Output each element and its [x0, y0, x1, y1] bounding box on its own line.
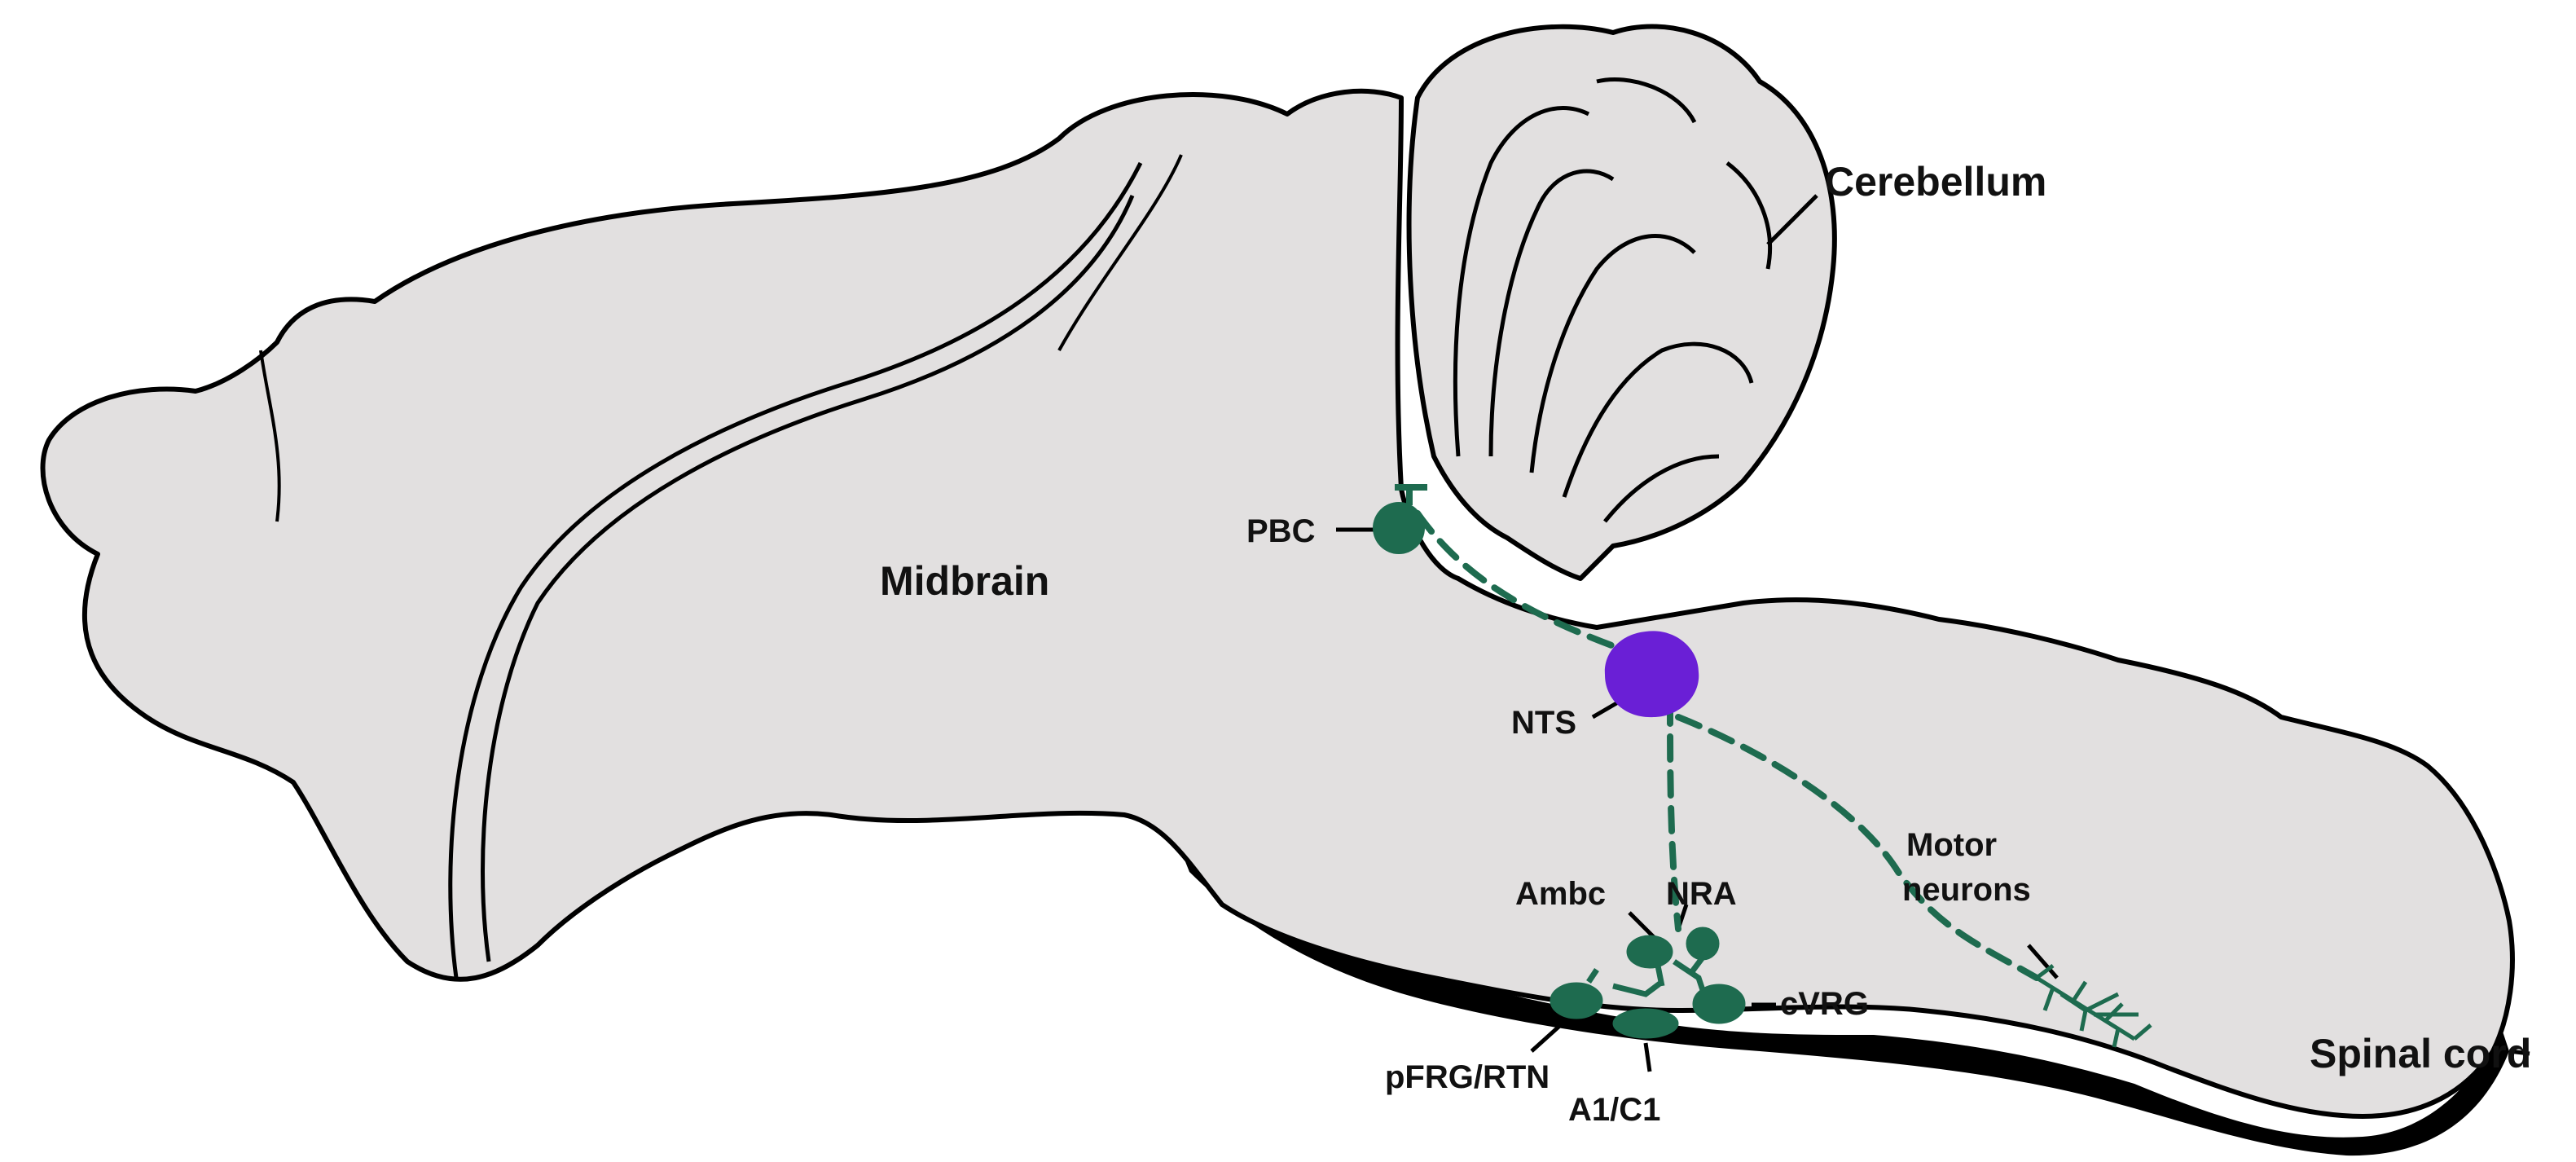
label-nts: NTS — [1511, 705, 1576, 741]
pathways — [1414, 510, 2040, 981]
label-pfrg-rtn: pFRG/RTN — [1385, 1059, 1550, 1095]
neuron-processes — [1586, 955, 1706, 997]
medullary-neurons — [1550, 927, 1746, 1039]
nts-neuron — [1604, 631, 1699, 718]
cerebellum-shape — [1406, 24, 1837, 581]
motor-neuron-branches — [2035, 964, 2152, 1048]
label-midbrain: Midbrain — [880, 558, 1049, 604]
pfrg-neuron — [1550, 982, 1603, 1019]
leader-lines — [1336, 194, 2530, 1072]
label-cvrg: cVRG — [1780, 986, 1869, 1022]
pathway-pbc-nts — [1414, 510, 1633, 655]
label-cerebellum: Cerebellum — [1825, 159, 2046, 205]
sulcus-line-4 — [259, 350, 281, 522]
label-nra: NRA — [1666, 876, 1737, 912]
a1c1-neuron — [1612, 1008, 1679, 1039]
sulcus-line-2 — [481, 195, 1135, 962]
nra-neuron — [1686, 927, 1720, 961]
leader-motor — [2027, 944, 2059, 979]
leader-cerebellum — [1766, 194, 1818, 246]
label-motor: Motor — [1906, 827, 1997, 863]
brain-shadow — [1173, 831, 2509, 1156]
sulcus-line-3 — [1057, 154, 1183, 351]
cerebrum-brainstem — [40, 88, 2515, 1119]
pbc-cell-body — [1373, 502, 1425, 554]
sulcus-lines — [448, 161, 1143, 979]
label-spinal-cord: Spinal cord — [2310, 1031, 2531, 1076]
leader-a1c1 — [1643, 1042, 1652, 1072]
ambc-neuron — [1626, 935, 1673, 969]
cerebellum-folia — [1453, 77, 1773, 523]
leader-ambc — [1628, 911, 1655, 939]
label-ambc: Ambc — [1515, 876, 1606, 912]
cvrg-neuron — [1692, 984, 1746, 1024]
pbc-dendrite — [1395, 484, 1427, 505]
pbc-neuron — [1373, 484, 1427, 554]
pathway-nts-nra — [1667, 698, 1681, 932]
label-a1c1: A1/C1 — [1568, 1092, 1660, 1128]
label-neurons: neurons — [1902, 872, 2031, 908]
leader-pfrg — [1530, 1013, 1574, 1053]
leader-spinal — [2508, 1049, 2530, 1056]
pathway-nts-motor — [1675, 714, 2040, 981]
label-pbc: PBC — [1246, 513, 1315, 549]
